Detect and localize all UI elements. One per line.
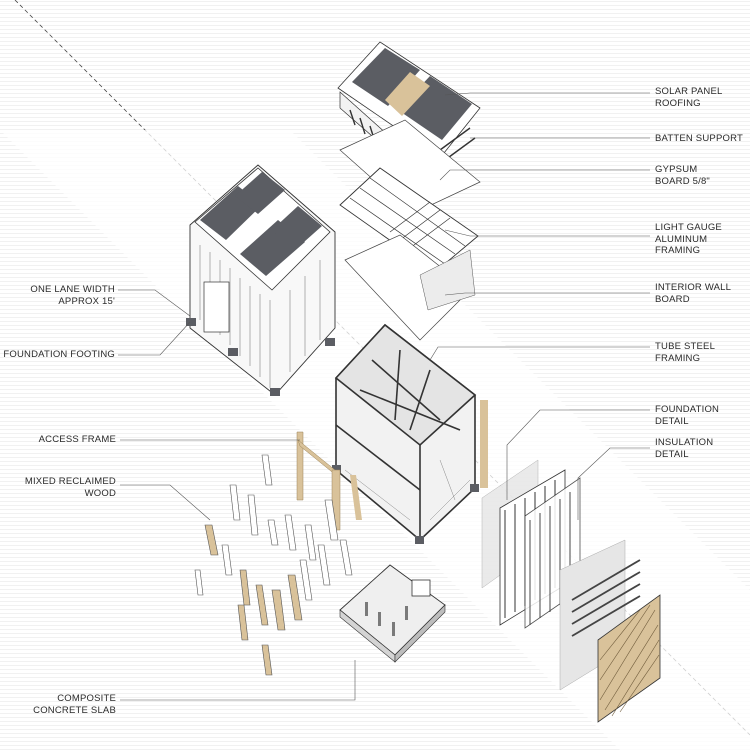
label-tube-steel-framing: TUBE STEEL FRAMING (655, 341, 716, 364)
label-foundation-detail: FOUNDATION DETAIL (655, 404, 720, 427)
leader-lines (118, 92, 650, 701)
label-interior-wall-board: INTERIOR WALL BOARD (655, 282, 732, 305)
concrete-slab (339, 564, 446, 663)
label-light-gauge-aluminum-framing: LIGHT GAUGE ALUMINUM FRAMING (655, 222, 722, 256)
reclaimed-wood-pieces (194, 454, 353, 676)
label-batten-support: BATTEN SUPPORT (655, 133, 743, 144)
label-gypsum-board: GYPSUM BOARD 5/8" (655, 164, 711, 187)
label-mixed-reclaimed-wood: MIXED RECLAIMED WOOD (24, 476, 116, 499)
label-insulation-detail: INSULATION DETAIL (655, 437, 714, 460)
foundation-insulation-details (481, 459, 661, 723)
label-one-lane-width: ONE LANE WIDTH APPROX 15' (30, 284, 115, 307)
tube-steel-frame (332, 323, 488, 544)
label-foundation-footing: FOUNDATION FOOTING (3, 349, 115, 360)
label-solar-panel-roofing: SOLAR PANEL ROOFING (655, 86, 723, 109)
label-access-frame: ACCESS FRAME (38, 434, 116, 445)
access-frame (296, 431, 362, 531)
assembled-unit (186, 164, 336, 396)
label-composite-concrete-slab: COMPOSITE CONCRETE SLAB (33, 693, 116, 716)
solar-roof-assembly (337, 41, 481, 341)
